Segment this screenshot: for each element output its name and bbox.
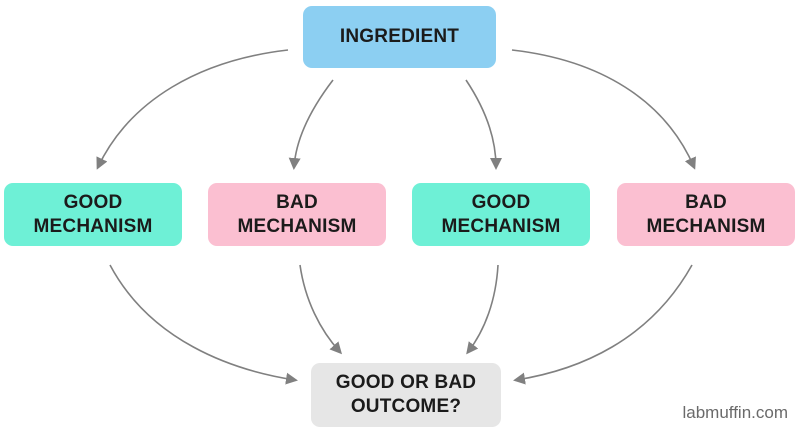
arrow-ingredient-to-bad-mechanism-1	[288, 79, 334, 170]
arrow-bad-mechanism-2-to-outcome	[513, 264, 693, 385]
watermark-text: labmuffin.com	[682, 403, 788, 422]
arrow-good-mechanism-1-to-outcome	[109, 264, 298, 385]
outcome-label: GOOD OR BAD OUTCOME?	[335, 372, 477, 417]
bad-mechanism-label-2: BAD MECHANISM	[646, 191, 766, 237]
ingredient-label: INGREDIENT	[339, 26, 460, 48]
ingredient-node: INGREDIENT	[303, 6, 496, 68]
arrow-good-mechanism-2-to-outcome	[466, 264, 499, 355]
arrow-ingredient-to-good-mechanism-2	[465, 79, 502, 170]
good-mechanism-label-2: GOOD MECHANISM	[441, 191, 561, 237]
outcome-node: GOOD OR BAD OUTCOME?	[311, 363, 501, 427]
arrow-bad-mechanism-1-to-outcome	[299, 264, 343, 355]
arrow-ingredient-to-bad-mechanism-2	[511, 49, 696, 170]
bad-mechanism-label-1: BAD MECHANISM	[237, 191, 357, 237]
bad-mechanism-node-1: BAD MECHANISM	[208, 183, 386, 246]
good-mechanism-node-2: GOOD MECHANISM	[412, 183, 590, 246]
arrow-ingredient-to-good-mechanism-1	[96, 49, 289, 170]
bad-mechanism-node-2: BAD MECHANISM	[617, 183, 795, 246]
good-mechanism-label-1: GOOD MECHANISM	[33, 191, 153, 237]
good-mechanism-node-1: GOOD MECHANISM	[4, 183, 182, 246]
